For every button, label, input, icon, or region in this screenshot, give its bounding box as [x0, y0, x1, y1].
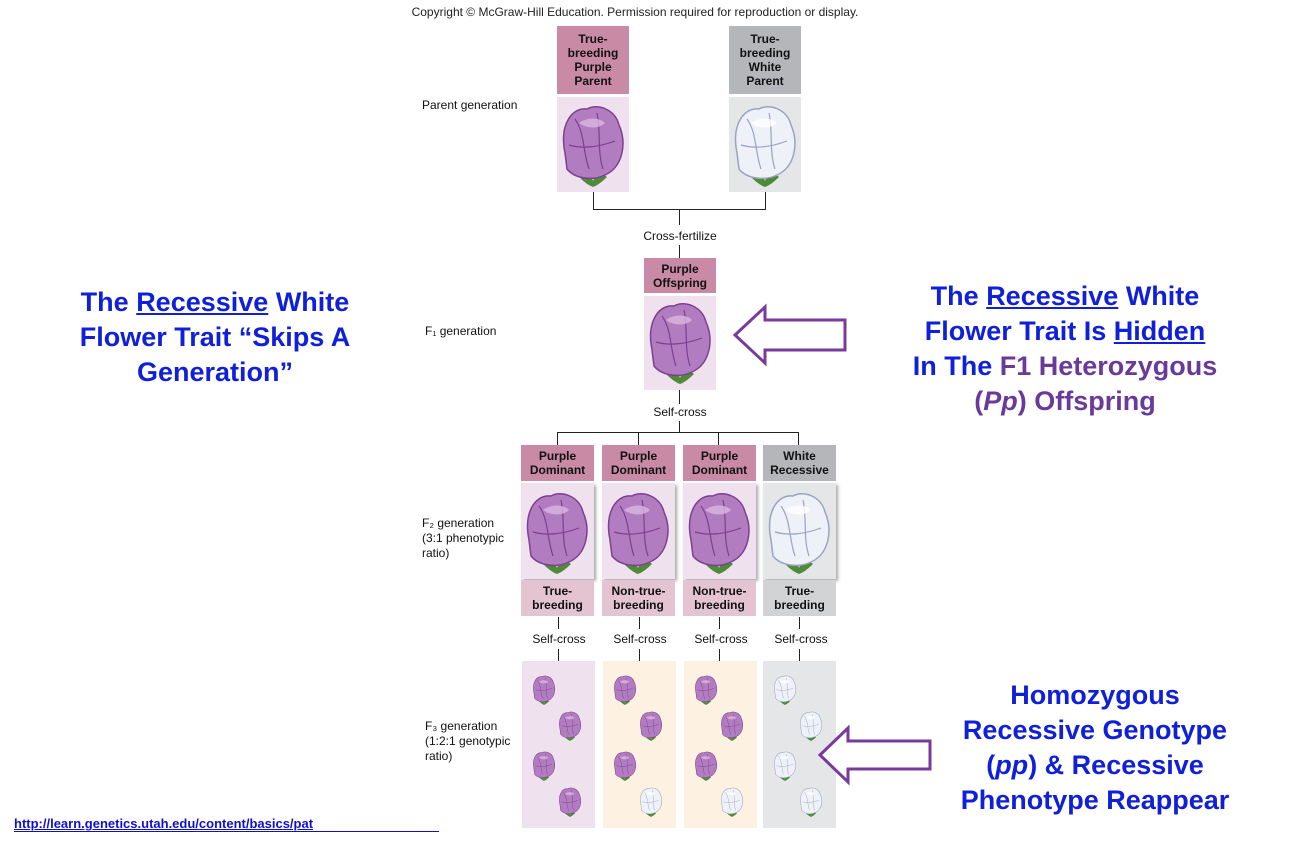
- f2-3-self-cross-label: Self-cross: [694, 632, 748, 646]
- f2-2-self-cross-label: Self-cross: [613, 632, 667, 646]
- f2-4-header: White Recessive: [763, 445, 836, 481]
- purple-parent-flower-icon: [562, 105, 624, 187]
- f3-flower-icon-4-3: [774, 751, 797, 781]
- f3-flower-icon-1-2: [559, 711, 582, 741]
- white-parent-flower-icon: [734, 105, 796, 187]
- f2-2-footer: Non-true- breeding: [602, 580, 675, 616]
- f1-flower-icon: [649, 302, 711, 384]
- f2-flower-icon-1: [526, 492, 588, 574]
- f2-flower-icon-4: [768, 492, 830, 574]
- f2-4-self-cross-label: Self-cross: [774, 632, 828, 646]
- f2-4-footer: True- breeding: [763, 580, 836, 616]
- source-link[interactable]: http://learn.genetics.utah.edu/content/b…: [14, 816, 314, 831]
- f3-flower-icon-2-1: [614, 675, 637, 705]
- parent-generation-label: Parent generation: [422, 98, 518, 112]
- f3-flower-icon-3-1: [695, 675, 718, 705]
- f2-3-header: Purple Dominant: [683, 445, 756, 481]
- f1-self-cross-label: Self-cross: [653, 405, 707, 419]
- cross-fertilize-label: Cross-fertilize: [643, 229, 717, 243]
- white-parent-header: True- breeding White Parent: [729, 26, 801, 94]
- f2-flower-icon-2: [607, 492, 669, 574]
- f3-flower-icon-3-2: [721, 711, 744, 741]
- f1-hidden-arrow: [732, 303, 847, 367]
- f3-flower-icon-1-4: [559, 787, 582, 817]
- f3-flower-icon-4-4: [800, 787, 823, 817]
- hidden-trait-callout: The Recessive White Flower Trait Is Hidd…: [912, 281, 1218, 416]
- skips-generation-callout: The Recessive White Flower Trait “Skips …: [79, 287, 351, 387]
- f3-flower-icon-1-3: [533, 751, 556, 781]
- f3-flower-icon-1-1: [533, 675, 556, 705]
- f3-flower-icon-2-2: [640, 711, 663, 741]
- f3-flower-icon-2-3: [614, 751, 637, 781]
- f2-1-footer: True- breeding: [521, 580, 594, 616]
- reappear-callout: Homozygous Recessive Genotype (pp) & Rec…: [960, 680, 1230, 815]
- f2-1-self-cross-label: Self-cross: [532, 632, 586, 646]
- f3-flower-icon-3-4: [721, 787, 744, 817]
- f1-offspring-header: Purple Offspring: [644, 258, 716, 293]
- f2-1-header: Purple Dominant: [521, 445, 594, 481]
- f2-3-footer: Non-true- breeding: [683, 580, 756, 616]
- purple-parent-header: True- breeding Purple Parent: [557, 26, 629, 94]
- f2-flower-icon-3: [688, 492, 750, 574]
- copyright-notice: Copyright © McGraw-Hill Education. Permi…: [411, 5, 859, 19]
- f2-2-header: Purple Dominant: [602, 445, 675, 481]
- f3-flower-icon-4-1: [774, 675, 797, 705]
- f3-flower-icon-2-4: [640, 787, 663, 817]
- link-underline: [14, 831, 439, 832]
- f1-generation-label: F₁ generation: [425, 324, 497, 338]
- f3-reappear-arrow: [817, 724, 932, 786]
- f3-flower-icon-3-3: [695, 751, 718, 781]
- f3-flower-icon-4-2: [800, 711, 823, 741]
